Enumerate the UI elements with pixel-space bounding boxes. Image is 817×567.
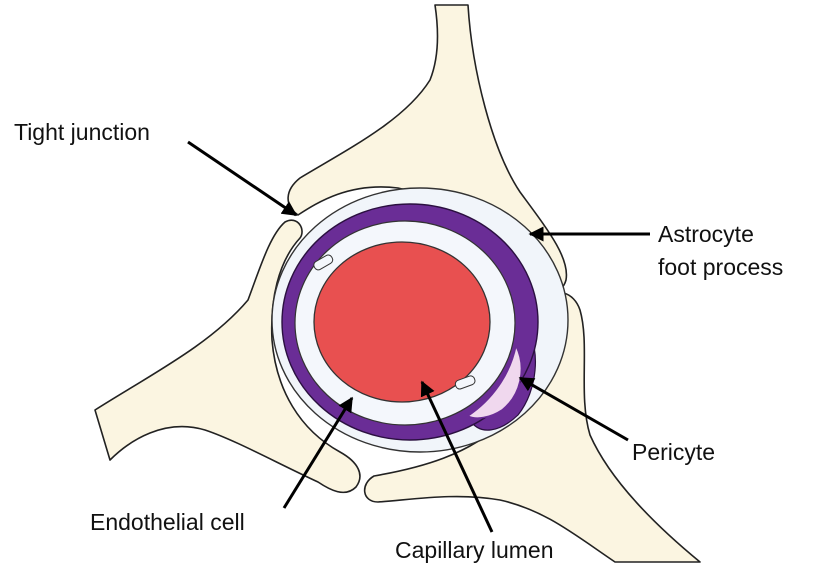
label-tight-junction: Tight junction (14, 119, 150, 145)
label-pericyte: Pericyte (632, 439, 715, 465)
label-endothelial-cell: Endothelial cell (90, 509, 245, 535)
label-astrocyte-line2: foot process (658, 254, 783, 280)
label-capillary-lumen: Capillary lumen (395, 537, 554, 563)
label-astrocyte-line1: Astrocyte (658, 221, 754, 247)
arrow-tight-junction (188, 142, 296, 215)
